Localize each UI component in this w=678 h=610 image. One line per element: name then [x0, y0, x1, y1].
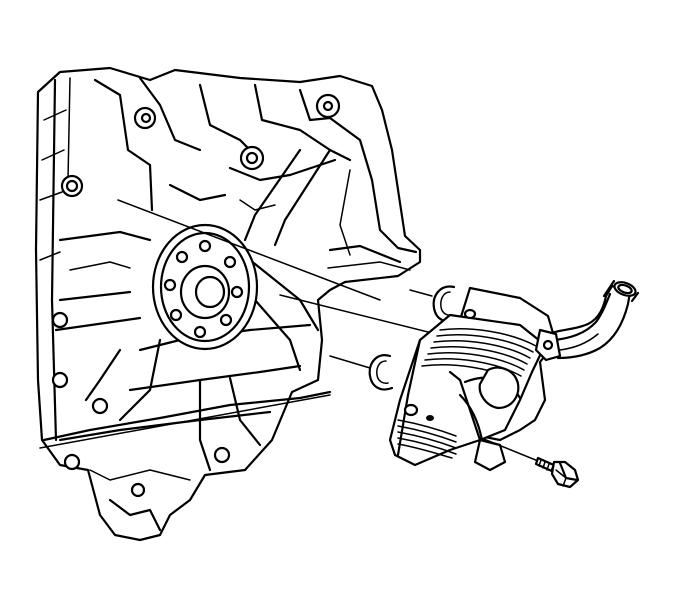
crank-pulley-icon	[151, 223, 259, 351]
bolt-icon	[534, 456, 580, 489]
pipe-icon	[534, 279, 640, 362]
o-ring-icon-lower	[368, 354, 394, 391]
oil-cooler-icon	[388, 286, 557, 472]
engine-block-icon	[34, 66, 422, 542]
